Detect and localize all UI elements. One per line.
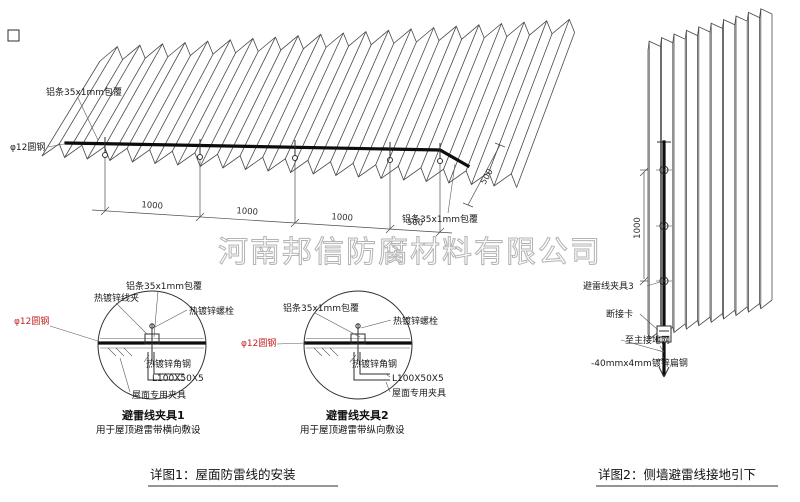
roof-clamp-2 — [197, 139, 203, 160]
label-to-ground: 至主接地网 — [625, 334, 670, 346]
captions: 详图1：屋面防雷线的安装 详图2：侧墙避雷线接地引下 — [148, 467, 778, 487]
d1-label-bolt: 热镀锌螺栓 — [189, 305, 234, 317]
d1-label-roof-fixture: 屋面专用夹具 — [132, 389, 186, 401]
dimension-chain-line — [91, 209, 453, 234]
wall-figure: 1000 避雷线夹具3 断接卡 至主接地网 -40mmx4mm镀锌扁钢 — [583, 8, 773, 378]
d1-label-angle-spec: L100X50X5 — [152, 374, 204, 384]
d2-label-bolt: 热镀锌螺栓 — [393, 315, 438, 327]
wall-dim-1000: 1000 — [633, 217, 643, 239]
d1-label-al-strip: 铝条35x1mm包覆 — [126, 280, 202, 292]
d2-label-angle-spec: L100X50X5 — [392, 374, 444, 384]
dim-1000-a: 1000 — [141, 200, 163, 211]
d2-title: 避雷线夹具2 — [326, 408, 389, 422]
d1-label-wire-clamp: 热镀锌线夹 — [94, 292, 139, 304]
d2-subtitle: 用于屋顶避雷带纵向敷设 — [300, 424, 405, 436]
label-al-strip-top: 铝条35x1mm包覆 — [46, 86, 122, 98]
label-clamp3: 避雷线夹具3 — [583, 280, 634, 292]
roof-labels: 铝条35x1mm包覆 φ12圆钢 铝条35x1mm包覆 — [10, 86, 478, 225]
label-flat-steel: -40mmx4mm镀锌扁钢 — [591, 357, 688, 369]
d1-subtitle: 用于屋顶避雷带横向敷设 — [96, 424, 201, 436]
ground-arrow — [658, 366, 670, 378]
disconnect-card-symbol — [656, 325, 672, 343]
figure1-caption: 详图1：屋面防雷线的安装 — [150, 467, 295, 482]
detail-1-circle — [97, 290, 207, 400]
dim-1000-b: 1000 — [236, 206, 258, 217]
wall-clamp-b — [656, 221, 672, 231]
detail-2-circle — [303, 290, 413, 400]
detail-circle-1: 热镀锌线夹 铝条35x1mm包覆 热镀锌螺栓 φ12圆钢 热镀锌角钢 L100X… — [14, 280, 234, 436]
clamp-assembly-1 — [98, 322, 206, 382]
watermark-text: 河南邦信防腐材料有限公司 — [218, 235, 602, 270]
d2-label-roof-fixture: 屋面专用夹具 — [392, 387, 446, 399]
clamp-assembly-2 — [304, 322, 412, 382]
wall-dimension: 1000 — [633, 167, 649, 286]
corrugated-roof-sheet — [41, 18, 575, 188]
roof-clamp-3 — [292, 140, 298, 161]
detail-circle-2: 铝条35x1mm包覆 热镀锌螺栓 φ12圆钢 热镀锌角钢 L100X50X5 屋… — [241, 290, 446, 436]
figure2-caption: 详图2：侧墙避雷线接地引下 — [598, 467, 756, 482]
d2-label-angle-steel: 热镀锌角钢 — [352, 358, 397, 370]
d1-label-angle-steel: 热镀锌角钢 — [146, 358, 191, 370]
corner-mark — [7, 29, 20, 42]
dim-1000-c: 1000 — [331, 212, 353, 223]
label-round-steel: φ12圆钢 — [10, 141, 45, 153]
wall-clamp-a — [656, 165, 672, 175]
d2-label-al-strip: 铝条35x1mm包覆 — [283, 302, 359, 314]
roof-dimensions: 1000 1000 1000 500 500 — [91, 142, 506, 237]
d2-label-round-steel: φ12圆钢 — [241, 337, 276, 349]
roof-clamp-5 — [437, 143, 443, 164]
to-ground-leader — [620, 339, 665, 353]
roof-clamp-4 — [387, 142, 393, 163]
label-disconnect-card: 断接卡 — [606, 308, 633, 320]
lightning-conductor-roof — [64, 141, 471, 169]
label-al-strip-right: 铝条35x1mm包覆 — [402, 213, 478, 225]
d1-label-round-steel: φ12圆钢 — [14, 315, 49, 327]
roof-conductor-group — [64, 137, 471, 169]
corrugated-wall-sheet — [647, 8, 773, 341]
wall-clamp-c — [656, 276, 672, 286]
dim-500: 500 — [407, 217, 424, 228]
side-dimension-line — [467, 144, 501, 206]
d1-title: 避雷线夹具1 — [122, 408, 185, 422]
roof-clamp-1 — [102, 137, 108, 158]
